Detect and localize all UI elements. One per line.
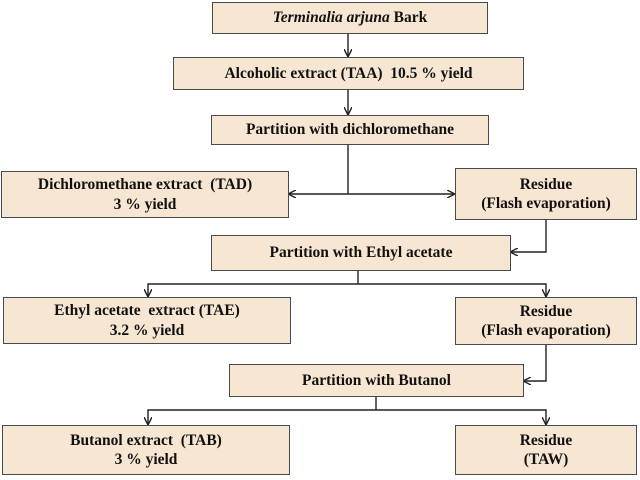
partition-dcm-label: Partition with dichloromethane	[245, 121, 455, 139]
residue-2-sub: (Flash evaporation)	[481, 322, 611, 339]
residue-2-box: Residue (Flash evaporation)	[455, 297, 637, 345]
residue-1-box: Residue (Flash evaporation)	[455, 168, 637, 220]
residue-3-label: Residue	[519, 431, 573, 449]
arrow-to-bu-extract	[148, 409, 376, 424]
dcm-extract-yield: 3 % yield	[113, 195, 177, 213]
dcm-extract-box: Dichloromethane extract (TAD) 3 % yield	[1, 171, 289, 218]
alcoholic-extract-box: Alcoholic extract (TAA) 10.5 % yield	[173, 57, 524, 90]
partition-dcm-box: Partition with dichloromethane	[211, 115, 489, 145]
partition-ea-label: Partition with Ethyl acetate	[269, 244, 453, 262]
alcoholic-extract-label: Alcoholic extract (TAA) 10.5 % yield	[224, 64, 473, 82]
arrow-to-residue-3	[376, 409, 546, 424]
source-part: Bark	[389, 9, 428, 27]
residue-3-sub: (TAW)	[523, 451, 569, 468]
residue-3-box: Residue (TAW)	[455, 425, 637, 475]
bu-extract-label: Butanol extract (TAB)	[70, 431, 222, 449]
arrow-to-ea-extract	[148, 283, 358, 296]
residue-2-label: Residue	[519, 302, 573, 320]
arrow-to-residue-2	[358, 283, 546, 296]
source-species: Terminalia arjuna	[272, 9, 390, 27]
ea-extract-box: Ethyl acetate extract (TAE) 3.2 % yield	[3, 297, 291, 344]
bu-extract-box: Butanol extract (TAB) 3 % yield	[2, 425, 290, 475]
ea-extract-yield: 3.2 % yield	[109, 321, 185, 339]
bu-extract-yield: 3 % yield	[114, 451, 178, 468]
partition-bu-box: Partition with Butanol	[229, 364, 524, 397]
source-label: Terminalia arjuna Bark	[273, 8, 427, 27]
partition-ea-box: Partition with Ethyl acetate	[211, 235, 511, 271]
partition-bu-label: Partition with Butanol	[302, 371, 451, 389]
arrow-residue-2-to-partition-bu	[524, 345, 547, 381]
arrow-residue-1-to-partition-ea	[511, 220, 547, 252]
dcm-extract-label: Dichloromethane extract (TAD)	[37, 176, 253, 194]
residue-1-label: Residue	[519, 175, 573, 193]
residue-1-sub: (Flash evaporation)	[481, 195, 611, 212]
ea-extract-label: Ethyl acetate extract (TAE)	[54, 302, 240, 320]
source-box: Terminalia arjuna Bark	[212, 2, 488, 34]
